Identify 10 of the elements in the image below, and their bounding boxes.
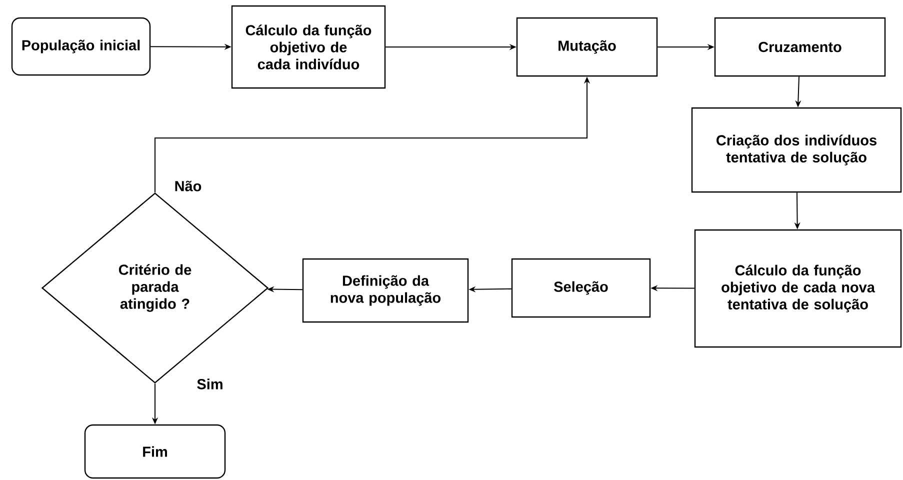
terminal-box: Fim: [84, 424, 226, 479]
process-box: Criação dos indivíduos tentativa de solução: [691, 107, 902, 193]
terminal-box: População inicial: [11, 17, 151, 76]
process-box: Cruzamento: [714, 17, 886, 77]
process-box: Cálculo da função objetivo de cada indivíduo: [231, 5, 386, 89]
process-box: Cálculo da função objetivo de cada nova tentativa de solução: [694, 229, 902, 348]
process-box: Definição da nova população: [302, 258, 469, 323]
process-box: Seleção: [511, 258, 651, 318]
process-box: Mutação: [516, 17, 658, 77]
edge-label: Não: [173, 180, 203, 192]
